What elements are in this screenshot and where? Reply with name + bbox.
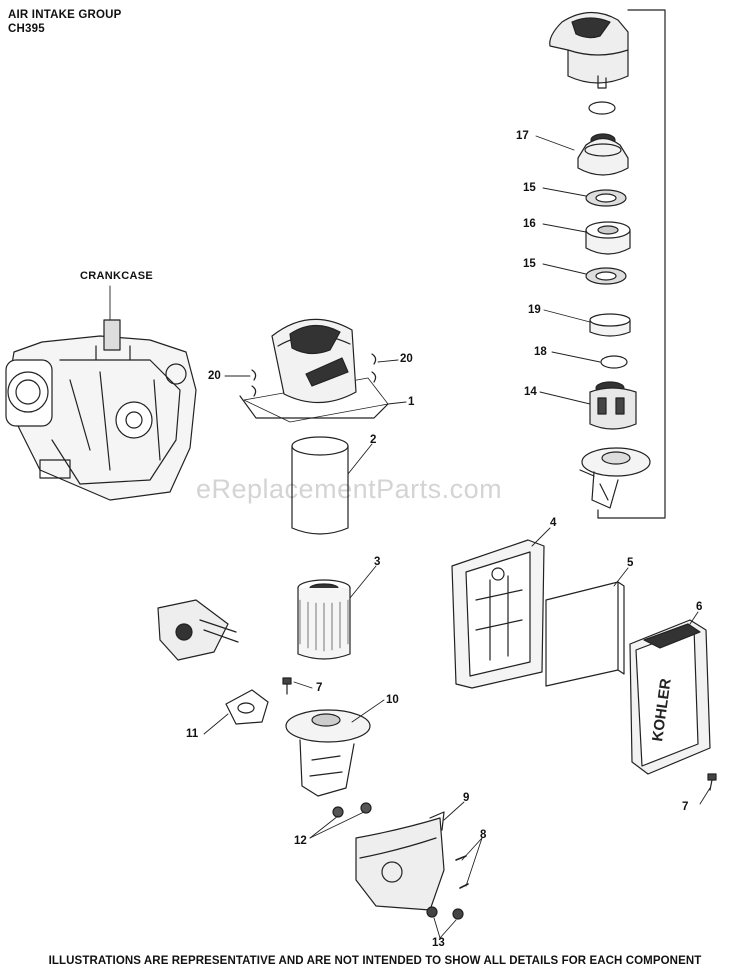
callout-1: 1 [408,396,415,408]
part-13-illustration [426,906,464,920]
disclaimer-footer: ILLUSTRATIONS ARE REPRESENTATIVE AND ARE… [48,955,702,967]
callout-13: 13 [432,937,445,949]
callout-4: 4 [550,517,557,529]
housing-1-illustration [239,318,389,423]
part-11-illustration [225,689,269,725]
callout-8: 8 [480,829,487,841]
callout-3: 3 [374,556,381,568]
callout-20-left: 20 [208,370,221,382]
carburetor-illustration [157,599,239,661]
callout-7-left: 7 [316,682,323,694]
part-8-illustration [455,855,469,889]
title-line-2: CH395 [8,23,45,35]
ring-top [588,101,616,115]
callout-17: 17 [516,130,529,142]
title-line-1: AIR INTAKE GROUP [8,9,122,21]
top-cover-illustration [549,11,629,89]
assembly-bracket [597,9,666,519]
right-column-base-illustration [579,447,651,509]
part-4-illustration [451,539,545,689]
crankcase-illustration [5,319,197,501]
callout-6: 6 [696,601,703,613]
callout-12: 12 [294,835,307,847]
part-3-illustration [297,579,351,660]
callout-10: 10 [386,694,399,706]
part-9-illustration [355,811,445,911]
part-7b-illustration [707,773,717,791]
part-16-illustration [585,221,631,255]
callout-9: 9 [463,792,470,804]
callout-15-lower: 15 [523,258,536,270]
part-17-illustration [577,133,629,176]
part-10-illustration [285,709,371,797]
callout-15-upper: 15 [523,182,536,194]
callout-14: 14 [524,386,537,398]
part-19-illustration [589,313,631,337]
callout-20-right: 20 [400,353,413,365]
diagram-title: AIR INTAKE GROUP CH395 [8,8,122,36]
part-18-illustration [600,355,628,369]
part-5-illustration [545,581,625,687]
callout-7-right: 7 [682,801,689,813]
callout-2: 2 [370,434,377,446]
callout-11: 11 [186,728,199,740]
crankcase-label: CRANKCASE [80,270,153,282]
part-2-illustration [291,436,349,535]
leader-lines [109,135,711,939]
watermark: eReplacementParts.com [196,474,503,504]
callout-5: 5 [627,557,634,569]
part-20-right-illustration [371,353,377,383]
part-14-illustration [589,381,637,430]
part-12-illustration [332,802,372,818]
part-6-illustration [629,619,711,775]
callout-18: 18 [534,346,547,358]
callout-19: 19 [528,304,541,316]
part-20-left-illustration [251,369,257,397]
callout-16: 16 [523,218,536,230]
part-7a-illustration [282,677,292,695]
